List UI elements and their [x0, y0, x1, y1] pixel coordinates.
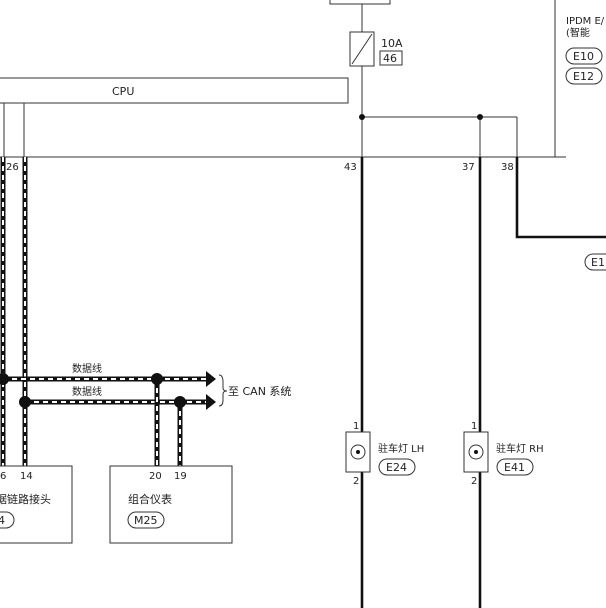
fuse-number: 46: [383, 52, 397, 65]
cpu-label: CPU: [112, 85, 134, 98]
connector-e1-badge: [584, 253, 606, 271]
lamp-rh-label: 驻车灯 RH: [496, 442, 544, 455]
dlc-pin-14: 14: [20, 471, 33, 482]
cluster-connector-label: M25: [134, 514, 158, 527]
fuse-rating: 10A: [381, 37, 403, 50]
junction-can-2-left: [19, 396, 31, 408]
lamp-rh-pin-1: 1: [471, 421, 477, 432]
lamp-rh-filament: [474, 450, 478, 454]
ipdm-title-1: IPDM E/: [566, 16, 605, 27]
connector-e12-badge: [565, 67, 603, 85]
fuse-number-box: [379, 50, 403, 66]
can-line-2-label: 数据线: [72, 385, 102, 398]
cluster-pin-19: 19: [174, 471, 187, 482]
lamp-lh-filament: [356, 450, 360, 454]
cluster-pin-20: 20: [149, 471, 162, 482]
lamp-rh-connector-badge: [496, 458, 534, 476]
cluster-label: 组合仪表: [128, 492, 172, 506]
pin-26-label: 26: [6, 162, 19, 173]
can-arrow-2: [206, 394, 216, 410]
can-brace: [218, 374, 228, 407]
lamp-lh-body: [345, 431, 371, 473]
pin-37-label: 37: [462, 162, 475, 173]
lamp-rh-bulb-icon: [468, 444, 484, 460]
junction-can-1-cluster: [151, 373, 163, 385]
junction-can-2-cluster: [174, 396, 186, 408]
connector-e10-label: E10: [573, 50, 594, 63]
junction-fuse: [359, 114, 365, 120]
cpu-block: [0, 77, 349, 104]
lamp-rh-pin-2: 2: [471, 476, 477, 487]
cluster-connector-badge: [127, 511, 165, 529]
lamp-rh-body: [463, 431, 489, 473]
connector-e12-label: E12: [573, 70, 594, 83]
lamp-lh-pin-1: 1: [353, 421, 359, 432]
can-destination-label: 至 CAN 系统: [228, 385, 291, 398]
lamp-lh-connector-badge: [378, 458, 416, 476]
data-link-connector-box: [0, 465, 73, 544]
lamp-lh-label: 驻车灯 LH: [378, 442, 424, 455]
connector-e1-label: E1: [591, 256, 605, 269]
dlc-connector-badge: [0, 511, 15, 529]
dlc-label: 据链路接头: [0, 492, 51, 506]
dlc-pin-6: 6: [0, 471, 6, 482]
dlc-connector-label: 4: [0, 514, 5, 527]
junction-can-1-left: [0, 373, 9, 385]
pin-43-label: 43: [344, 162, 357, 173]
lamp-lh-bulb-icon: [350, 444, 366, 460]
pin-38-label: 38: [501, 162, 514, 173]
lamp-rh-connector-label: E41: [504, 461, 525, 474]
lamp-lh-pin-2: 2: [353, 476, 359, 487]
connector-e10-badge: [565, 47, 603, 65]
fuse-element: [351, 33, 373, 65]
lamp-lh-connector-label: E24: [386, 461, 407, 474]
junction-37: [477, 114, 483, 120]
combination-meter-box: [109, 465, 233, 544]
wire-pin-38: [515, 157, 606, 239]
can-line-1-label: 数据线: [72, 362, 102, 375]
can-arrow-1: [206, 371, 216, 387]
ipdm-title-2: (智能: [566, 26, 590, 39]
ipdm-box: [329, 0, 391, 5]
